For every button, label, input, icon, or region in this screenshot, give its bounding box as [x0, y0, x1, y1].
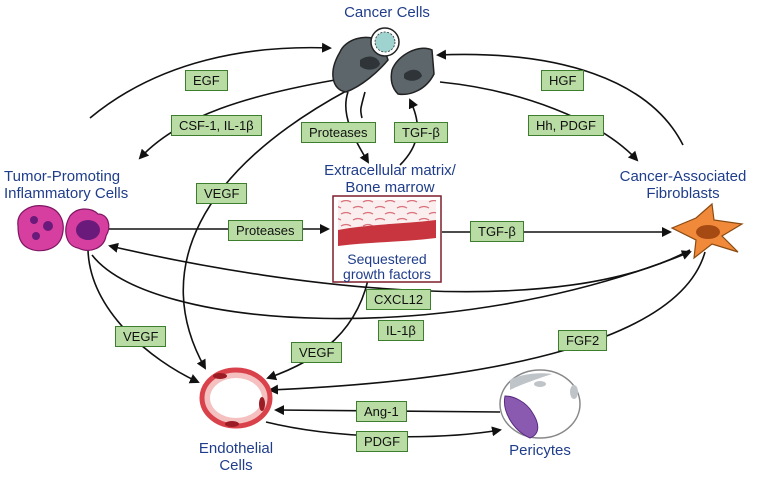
cancer-cells-title: Cancer Cells [344, 4, 430, 21]
signal-proteases-mid: Proteases [228, 220, 303, 241]
signal-vegf-ecm: VEGF [291, 342, 343, 363]
signal-il1b: IL-1β [378, 320, 424, 341]
cancer-cells-label: Cancer Cells [322, 4, 452, 21]
arrow-hh-pdgf [439, 81, 639, 162]
signal-vegf-left: VEGF [115, 326, 167, 347]
signal-egf: EGF [185, 70, 228, 91]
signal-hh-pdgf: Hh, PDGF [528, 115, 604, 136]
inflammatory-label-line2: Inflammatory Cells [4, 185, 129, 202]
sequestered-growth-factors-label: Sequestered growth factors [333, 252, 441, 282]
fibroblasts-label-line1: Cancer-Associated [619, 168, 747, 185]
signal-hgf: HGF [541, 70, 585, 91]
arrow-il1b [91, 250, 692, 320]
signal-pdgf: PDGF [356, 431, 409, 452]
endothelial-label-line2: Cells [219, 457, 253, 474]
signal-tgfb-top: TGF-β [394, 122, 448, 143]
signal-vegf-cancer: VEGF [196, 183, 248, 204]
arrow-vegf-inflammatory-to-endothelial [87, 249, 200, 384]
inflammatory-label-line1: Tumor-Promoting [4, 168, 121, 185]
arrow-vegf-ecm-to-endothelial [266, 269, 371, 381]
arrow-egf [89, 42, 332, 119]
cancer-cells-illustration [332, 27, 435, 96]
signal-tgfb-mid: TGF-β [470, 221, 524, 242]
pericytes-illustration [499, 369, 581, 439]
endothelial-illustration [199, 367, 273, 429]
signal-fgf2: FGF2 [558, 330, 608, 351]
sequestered-line1: Sequestered [347, 251, 427, 267]
signal-ang1: Ang-1 [356, 401, 407, 422]
fibroblasts-label-line2: Fibroblasts [646, 185, 720, 202]
inflammatory-cells-illustration [17, 205, 110, 252]
signal-proteases-top: Proteases [301, 122, 376, 143]
ecm-label-line2: Bone marrow [345, 179, 435, 196]
pericytes-title: Pericytes [509, 442, 571, 459]
arrow-vegf-cancer-top [359, 91, 366, 119]
ecm-label-line1: Extracellular matrix/ [324, 162, 456, 179]
endothelial-label-line1: Endothelial [198, 440, 274, 457]
endothelial-label: Endothelial Cells [186, 440, 286, 474]
arrow-vegf-cancer-to-endothelial [182, 89, 349, 370]
signal-csf1-il1b: CSF-1, IL-1β [171, 115, 262, 136]
fibroblast-illustration [670, 202, 744, 260]
arrow-hgf [436, 49, 684, 146]
arrow-csf1-il1b [138, 79, 336, 160]
extracellular-matrix-panel [332, 195, 442, 283]
ecm-label: Extracellular matrix/ Bone marrow [300, 162, 480, 196]
pericytes-label: Pericytes [490, 442, 590, 459]
sequestered-line2: growth factors [343, 266, 431, 282]
inflammatory-cells-label: Tumor-Promoting Inflammatory Cells [4, 168, 164, 202]
signal-cxcl12: CXCL12 [366, 289, 432, 310]
fibroblasts-label: Cancer-Associated Fibroblasts [608, 168, 758, 202]
